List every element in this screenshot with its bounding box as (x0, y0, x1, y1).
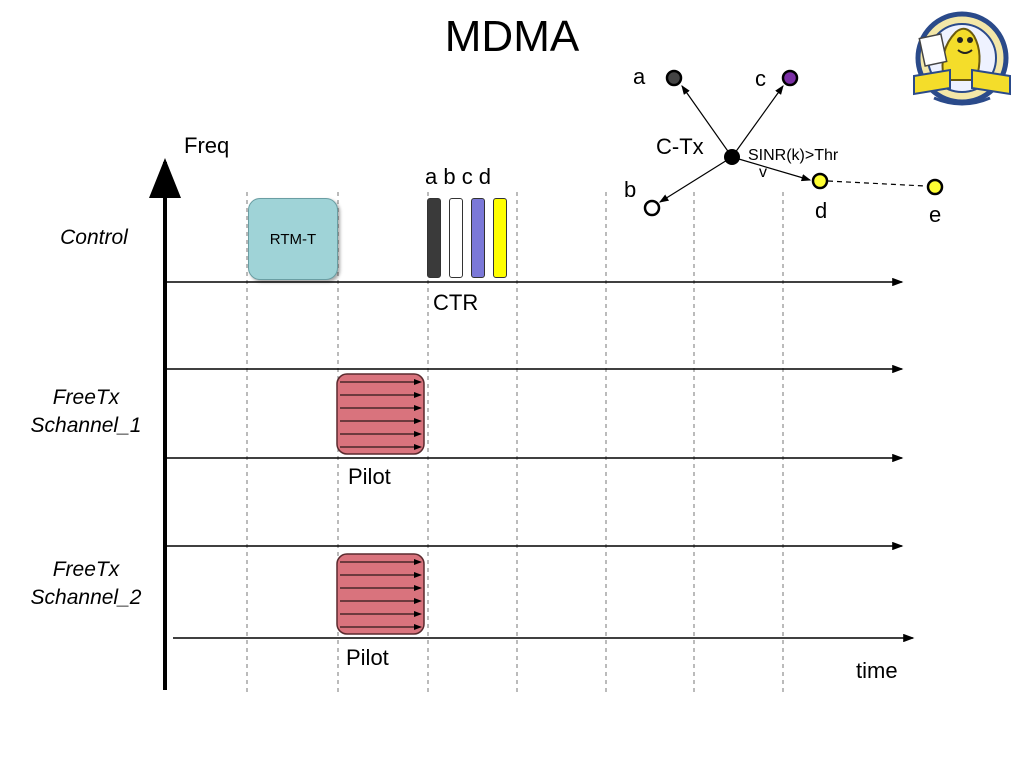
ctr-slot-d (493, 198, 507, 278)
ctr-slot-b (449, 198, 463, 278)
center-node (724, 149, 740, 165)
time-axis-label: time (856, 658, 898, 683)
node-e (926, 178, 944, 196)
node-a-label: a (633, 64, 646, 89)
node-b (643, 199, 661, 217)
node-c-label: c (755, 66, 766, 91)
rtm-t-block: RTM-T (248, 198, 338, 280)
node-a (665, 69, 683, 87)
ctr-label: CTR (433, 290, 479, 315)
node-b-label: b (624, 177, 637, 202)
network-topology (643, 69, 944, 217)
node-e-label: e (929, 202, 942, 227)
slide-title: MDMA (444, 12, 580, 61)
university-seal-banana-slug-icon (913, 11, 1011, 106)
link-to-d (731, 156, 812, 182)
node-d (811, 172, 829, 190)
link-to-c (731, 85, 784, 158)
row-label-schannel-2: FreeTx Schannel_2 (30, 558, 142, 609)
row-label-schannel-1: FreeTx Schannel_1 (30, 386, 142, 437)
pilot-block-1 (336, 373, 425, 455)
row-label-control: Control (60, 226, 128, 249)
node-c (781, 69, 799, 87)
ctr-slot-a (427, 198, 441, 278)
freq-axis-label: Freq (184, 133, 230, 158)
sinr-condition-label: SINR(k)>Thr v (748, 147, 839, 181)
ctr-slot-c (471, 198, 485, 278)
pilot-block-2 (336, 553, 425, 635)
ctr-slot-header: a b c d (425, 164, 492, 189)
link-to-a (681, 85, 733, 158)
link-to-b (658, 156, 733, 203)
rtm-t-label: RTM-T (269, 230, 317, 248)
center-node-label: C-Tx (656, 134, 704, 159)
pilot-label-2: Pilot (346, 645, 389, 670)
pilot-label-1: Pilot (348, 464, 391, 489)
link-d-to-e (827, 180, 926, 187)
node-d-label: d (815, 198, 828, 223)
